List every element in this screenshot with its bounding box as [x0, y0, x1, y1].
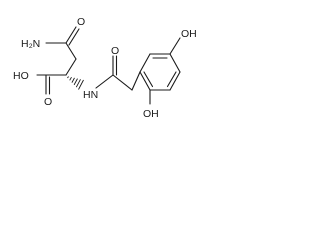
benzene-ring — [139, 53, 181, 91]
bond-amide-c-o-1 — [65, 26, 77, 44]
atom-amide-n: H₂N — [21, 38, 40, 50]
bond-ch2-ring — [131, 71, 141, 91]
bond-ch2-calpha — [65, 58, 77, 76]
atom-acid-o: O — [44, 96, 52, 108]
atom-ring-oh-bottom: OH — [143, 108, 159, 120]
atom-ring-oh-top: OH — [181, 28, 197, 40]
atom-nh: HN — [83, 89, 98, 101]
carbonyl-group — [112, 55, 118, 76]
atom-acid-oh: HO — [13, 70, 29, 82]
atom-carbonyl-o: O — [111, 45, 119, 57]
bond-nh-carbonyl — [95, 74, 114, 89]
bond-amide-c-o-2 — [68, 28, 80, 46]
amide-group — [45, 26, 80, 60]
bond-carbonyl-ch2 — [112, 74, 133, 91]
atom-amide-o: O — [77, 16, 85, 28]
stereo-hash-bond — [67, 76, 84, 90]
bond-amide-c-ch2 — [65, 42, 77, 60]
bond-ring-oh-top — [169, 37, 181, 55]
structural-formula: H₂N O HO O HN O OH OH — [13, 16, 197, 120]
carboxyl-group — [36, 74, 67, 95]
